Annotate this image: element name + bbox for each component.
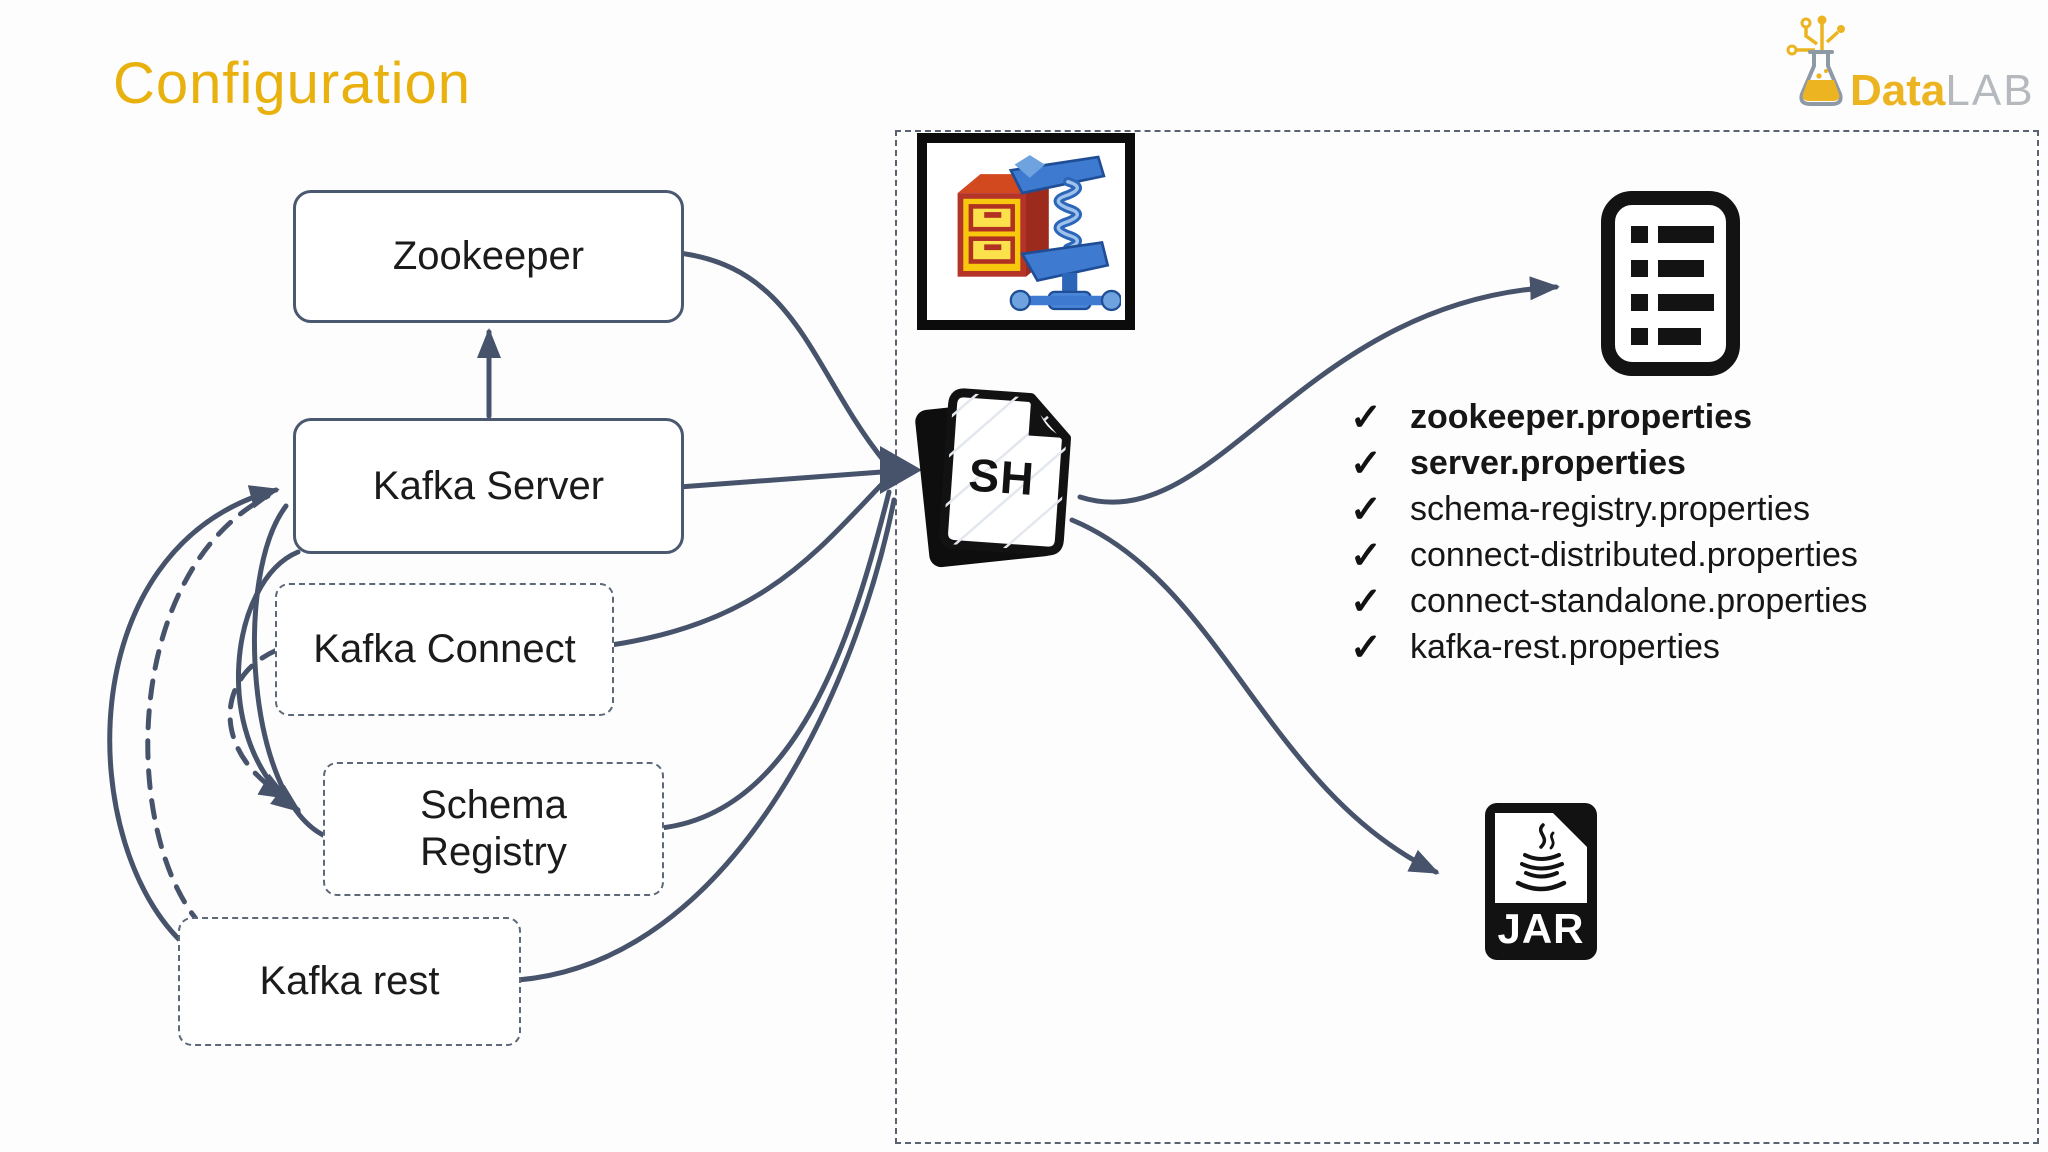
logo-text-lab: LAB [1945, 66, 2035, 115]
winzip-archive-icon [917, 133, 1135, 330]
checklist-item: ✓ connect-standalone.properties [1350, 578, 1867, 624]
check-icon: ✓ [1350, 534, 1382, 577]
arrow-rest-to-server-dashed [145, 493, 271, 929]
logo-wordmark: DataLAB [1850, 66, 2035, 116]
node-zookeeper-label: Zookeeper [392, 234, 585, 278]
node-schema-registry: Schema Registry [323, 762, 664, 896]
datalab-logo: DataLAB [1786, 10, 2042, 116]
check-icon: ✓ [1350, 442, 1382, 485]
jar-file-label: JAR [1497, 905, 1584, 952]
node-kafka-server: Kafka Server [293, 418, 684, 554]
node-kafka-server-label: Kafka Server [372, 463, 605, 508]
checklist-item-label: server.properties [1410, 443, 1686, 482]
checklist-item: ✓ kafka-rest.properties [1350, 624, 1867, 670]
check-icon: ✓ [1350, 580, 1382, 623]
arrow-rest-to-server-outer [107, 485, 280, 949]
checklist-item-label: schema-registry.properties [1410, 489, 1810, 528]
java-cup-icon [1515, 823, 1567, 892]
node-kafka-rest: Kafka rest [178, 917, 521, 1046]
jar-file-icon: JAR [1485, 803, 1597, 960]
checklist-item-label: connect-standalone.properties [1410, 581, 1868, 620]
check-icon: ✓ [1350, 626, 1382, 669]
node-schema-registry-label: Schema Registry [420, 782, 567, 874]
arrow-schema-to-sh [658, 489, 892, 831]
check-icon: ✓ [1350, 396, 1382, 439]
checklist-item: ✓ server.properties [1350, 440, 1867, 486]
properties-checklist: ✓ zookeeper.properties ✓ server.properti… [1350, 394, 1867, 670]
page-title: Configuration [113, 51, 471, 116]
sh-file-icon: SH [914, 382, 1089, 577]
checklist-item: ✓ zookeeper.properties [1350, 394, 1867, 440]
checklist-item: ✓ schema-registry.properties [1350, 486, 1867, 532]
sh-file-page: SH [939, 388, 1072, 556]
checklist-item-label: connect-distributed.properties [1410, 535, 1858, 574]
flask-logo-icon [1786, 15, 1845, 106]
node-kafka-rest-label: Kafka rest [259, 959, 440, 1003]
node-kafka-connect-label: Kafka Connect [313, 627, 576, 671]
properties-list-icon [1601, 191, 1740, 376]
check-icon: ✓ [1350, 488, 1382, 531]
checklist-item: ✓ connect-distributed.properties [1350, 532, 1867, 578]
checklist-item-label: zookeeper.properties [1410, 397, 1753, 436]
sh-file-label: SH [967, 448, 1036, 504]
arrow-zookeeper-to-sh [676, 250, 887, 464]
checklist-item-label: kafka-rest.properties [1410, 627, 1720, 666]
arrow-rest-to-sh [515, 497, 897, 983]
arrow-server-to-sh [676, 469, 885, 490]
node-kafka-connect: Kafka Connect [275, 583, 614, 716]
logo-text-data: Data [1850, 66, 1946, 115]
node-zookeeper: Zookeeper [293, 190, 684, 323]
